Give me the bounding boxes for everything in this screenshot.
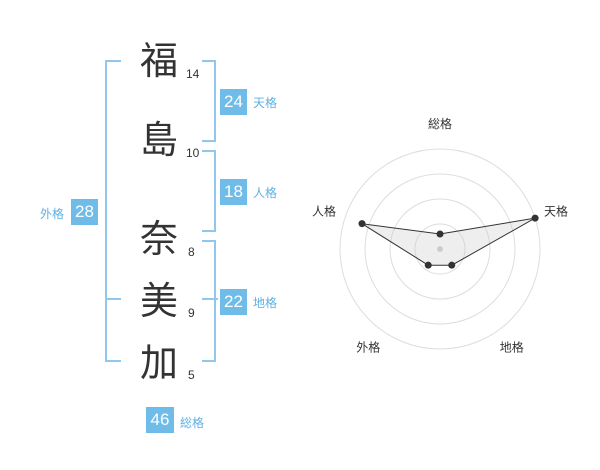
jinkaku-badge: 18: [220, 179, 247, 205]
tenkaku-bracket: [202, 60, 216, 142]
gaikaku-bracket: [105, 60, 121, 362]
radar-polygon: [361, 217, 536, 266]
gaikaku-divider: [105, 298, 121, 300]
radar-point-2: [448, 261, 456, 269]
name-char-3: 奈: [140, 217, 179, 261]
radar-point-1: [531, 214, 539, 222]
name-char-2: 島: [140, 118, 179, 162]
radar-center: [437, 246, 443, 252]
gaikaku-badge: 28: [71, 199, 98, 225]
chikaku-bracket: [202, 240, 216, 362]
radar-axis-label-2: 地格: [500, 340, 524, 355]
stroke-count-4: 9: [188, 306, 195, 320]
radar-ring-1: [414, 223, 466, 275]
radar-axis-label-4: 人格: [312, 203, 336, 218]
soukaku-badge: 46: [146, 407, 174, 433]
radar-point-4: [358, 220, 366, 228]
radar-axis-label-1: 天格: [544, 203, 568, 218]
chikaku-divider: [202, 298, 218, 300]
radar-point-0: [436, 230, 444, 238]
stroke-count-1: 14: [186, 67, 200, 81]
chikaku-badge: 22: [220, 289, 247, 315]
stroke-count-2: 10: [186, 146, 200, 160]
name-char-1: 福: [140, 39, 179, 83]
radar-point-3: [424, 261, 432, 269]
stroke-count-5: 5: [188, 368, 195, 382]
radar-ring-2: [389, 198, 491, 300]
jinkaku-label: 人格: [253, 186, 278, 200]
name-char-5: 加: [140, 341, 179, 385]
chikaku-label: 地格: [253, 296, 278, 310]
tenkaku-label: 天格: [253, 96, 278, 110]
radar-ring-3: [364, 173, 516, 325]
soukaku-label: 総格: [180, 416, 205, 430]
radar-ring-4: [339, 148, 541, 350]
stroke-count-3: 8: [188, 245, 195, 259]
gaikaku-label: 外格: [40, 207, 65, 221]
jinkaku-bracket: [202, 150, 216, 232]
radar-axis-label-0: 総格: [428, 116, 452, 131]
tenkaku-badge: 24: [220, 89, 247, 115]
radar-axis-label-3: 外格: [356, 340, 380, 355]
name-char-4: 美: [140, 279, 179, 323]
